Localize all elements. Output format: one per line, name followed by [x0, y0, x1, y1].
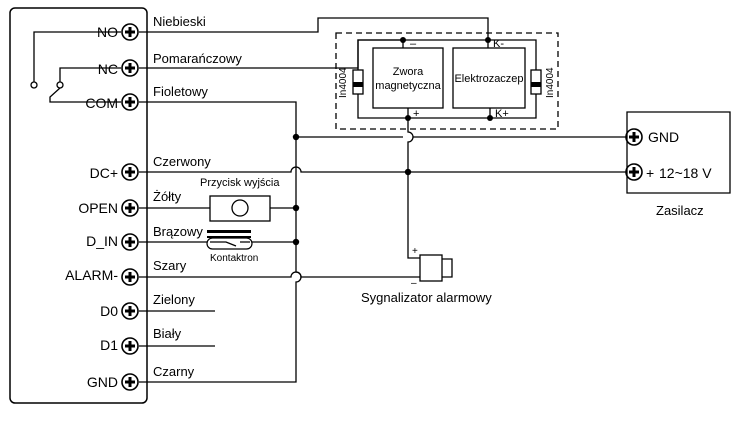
wire-dc-plus	[139, 166, 627, 173]
junction-gnd	[292, 133, 300, 141]
wire-label-alarm: Szary	[153, 258, 187, 273]
diode-left-label: In4004	[338, 67, 349, 98]
terminal-screw-com	[121, 93, 139, 111]
terminal-screw-d1	[121, 337, 139, 355]
terminal-screw-dc	[121, 163, 139, 181]
wire-label-dc: Czerwony	[153, 154, 211, 169]
terminal-screw-open	[121, 199, 139, 217]
wire-no	[139, 17, 489, 40]
wire-alarm	[139, 271, 420, 278]
lock-minus-label: –	[410, 38, 417, 50]
magnetic-lock-label-1: Zwora	[393, 66, 424, 78]
diode-left-band	[353, 82, 363, 87]
wire-label-open: Żółty	[153, 189, 182, 204]
wire-label-d1: Biały	[153, 326, 182, 341]
terminal-screw-gnd	[121, 373, 139, 391]
psu-plus-sign: +	[646, 165, 654, 181]
terminal-d1-label: D1	[100, 337, 118, 353]
terminal-gnd-label: GND	[87, 374, 118, 390]
power-supply-box	[626, 111, 731, 194]
terminal-screw-din	[121, 233, 139, 251]
diode-right-label: In4004	[545, 67, 556, 98]
terminal-screws	[121, 23, 643, 391]
wire-label-din: Brązowy	[153, 224, 203, 239]
alarm-plus-label: +	[412, 246, 418, 257]
strike-plus-label: K+	[495, 108, 509, 120]
psu-gnd-label: GND	[648, 129, 679, 145]
terminal-din-label: D_IN	[86, 233, 118, 249]
terminal-screw-no	[121, 23, 139, 41]
alarm-device-horn	[442, 258, 453, 278]
alarm-device-label: Sygnalizator alarmowy	[361, 290, 492, 305]
reed-magnet-bar-2	[207, 236, 251, 238]
terminal-com-label: COM	[85, 95, 118, 111]
relay-nc-line	[59, 67, 121, 82]
terminal-open-label: OPEN	[78, 200, 118, 216]
terminal-nc-label: NC	[98, 61, 118, 77]
alarm-minus-label: –	[411, 278, 417, 289]
controller-body	[9, 7, 148, 404]
junction-dc	[404, 168, 412, 176]
electric-strike-label: Elektrozaczep	[454, 73, 523, 85]
psu-gnd-screw	[625, 128, 643, 146]
relay-nc-contact	[56, 81, 64, 89]
strike-minus-label: K-	[493, 38, 504, 50]
terminal-d0-label: D0	[100, 303, 118, 319]
terminal-screw-nc	[121, 59, 139, 77]
lock-plus-label: +	[413, 108, 419, 120]
exit-button-label: Przycisk wyjścia	[200, 177, 280, 189]
junction-din	[292, 238, 300, 246]
psu-voltage-label: 12~18 V	[659, 165, 712, 181]
alarm-device-body	[419, 254, 443, 282]
relay-no-contact	[30, 81, 38, 89]
wire-label-com: Fioletowy	[153, 84, 208, 99]
terminal-screw-d0	[121, 302, 139, 320]
magnetic-lock	[372, 47, 444, 109]
terminal-alarm-label: ALARM-	[65, 267, 118, 283]
electric-strike-leads	[487, 40, 491, 118]
terminal-screw-alarm	[121, 268, 139, 286]
diode-right-band	[531, 82, 541, 87]
lock-enclosure	[335, 32, 559, 130]
wire-lock-plus-alarm	[407, 118, 420, 259]
wire-label-gnd: Czarny	[153, 364, 195, 379]
wire-label-no: Niebieski	[153, 14, 206, 29]
magnetic-lock-label-2: magnetyczna	[375, 80, 441, 92]
electric-strike	[452, 47, 526, 109]
exit-button-knob	[231, 199, 249, 217]
psu-plus-screw	[625, 163, 643, 181]
wire-label-nc: Pomarańczowy	[153, 51, 242, 66]
terminal-dc-label: DC+	[90, 165, 118, 181]
reed-magnet-bar	[207, 230, 251, 233]
magnetic-lock-leads	[402, 40, 409, 118]
reed-switch-label: Kontaktron	[210, 253, 258, 264]
relay-no-line	[33, 31, 121, 82]
relay-com-switch	[49, 87, 121, 103]
power-supply-label: Zasilacz	[656, 203, 704, 218]
wire-label-d0: Zielony	[153, 292, 195, 307]
reed-contacts	[210, 241, 250, 247]
